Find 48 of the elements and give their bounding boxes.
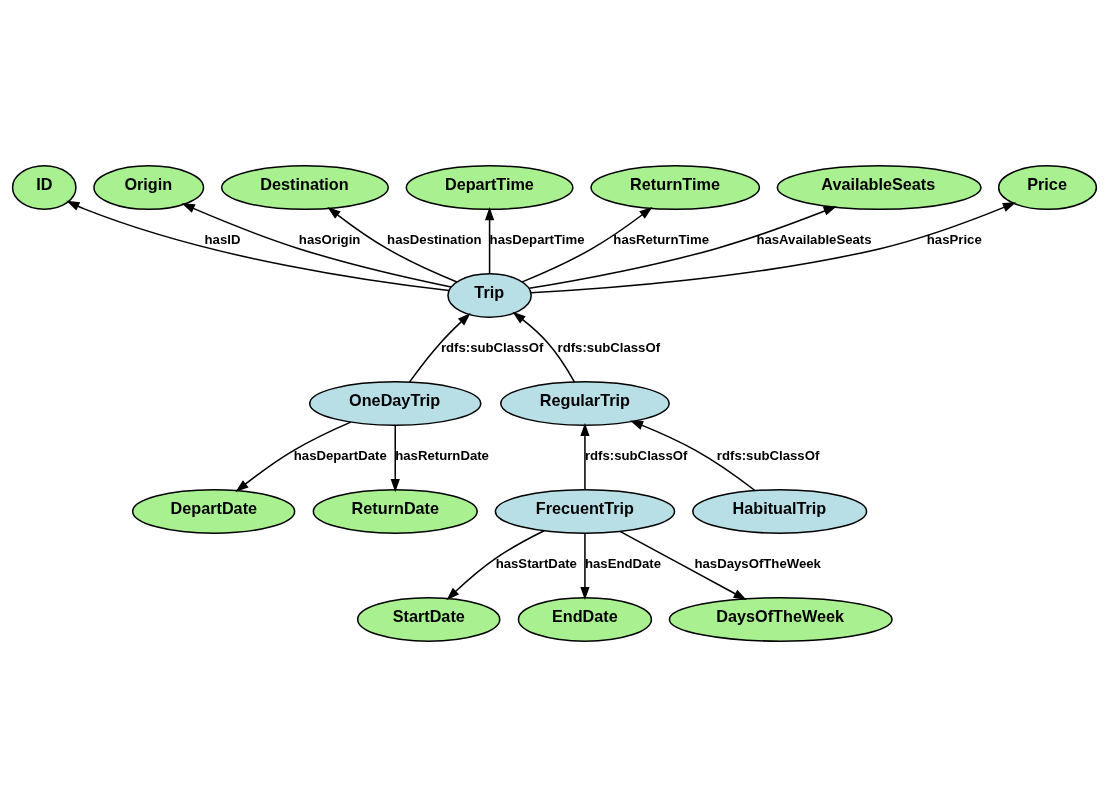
arrow [408,312,471,383]
node-ellipse: AvailableSeats [776,164,982,210]
edge-label: hasAvailableSeats [756,231,872,247]
node-ellipse: RegularTrip [500,380,670,426]
edge-label: rdfs:subClassOf [584,447,688,463]
arrow [619,530,747,600]
arrow [484,206,495,275]
edge-label: hasID [204,231,241,247]
edge-label: hasDestination [387,231,482,247]
arrow [580,531,590,600]
node-ellipse: FrecuentTrip [494,488,676,534]
arrow [521,206,653,283]
edge-label: rdfs:subClassOf [557,339,661,355]
arrow [528,205,837,289]
edge-label: rdfs:subClassOf [440,339,544,355]
edge-label: hasStartDate [495,555,577,571]
node-ellipse: ID [11,164,77,210]
node-ellipse: Destination [220,164,389,210]
edge-label: hasEndDate [584,555,662,571]
edge-label: hasReturnDate [395,447,489,463]
edge-label: hasPrice [926,231,982,247]
arrow [629,419,757,491]
node-ellipse: Trip [447,272,532,318]
arrow [512,311,576,383]
edge-label: hasReturnTime [613,231,709,247]
node-ellipse: StartDate [356,596,501,642]
edge-label: rdfs:subClassOf [716,447,820,463]
arrow [446,529,545,600]
arrow [530,201,1017,293]
arrow [181,202,452,288]
arrow [580,422,590,491]
arrow [66,200,450,291]
node-ellipse: EndDate [517,596,653,642]
edge-label: hasOrigin [298,231,361,247]
node-ellipse: DepartTime [405,164,574,210]
node-ellipse: ReturnTime [590,164,761,210]
node-ellipse: OneDayTrip [309,380,482,426]
arrow [235,420,352,492]
edge-label: hasDepartTime [489,231,585,247]
arrow [390,423,400,492]
arrow [327,206,458,283]
node-ellipse: ReturnDate [312,488,478,534]
node-ellipse: Origin [93,164,205,210]
node-ellipse: DaysOfTheWeek [668,596,893,642]
edge-label: hasDaysOfTheWeek [694,555,821,571]
node-ellipse: DepartDate [131,488,296,534]
node-ellipse: HabitualTrip [692,488,868,534]
edge-label: hasDepartDate [293,447,387,463]
